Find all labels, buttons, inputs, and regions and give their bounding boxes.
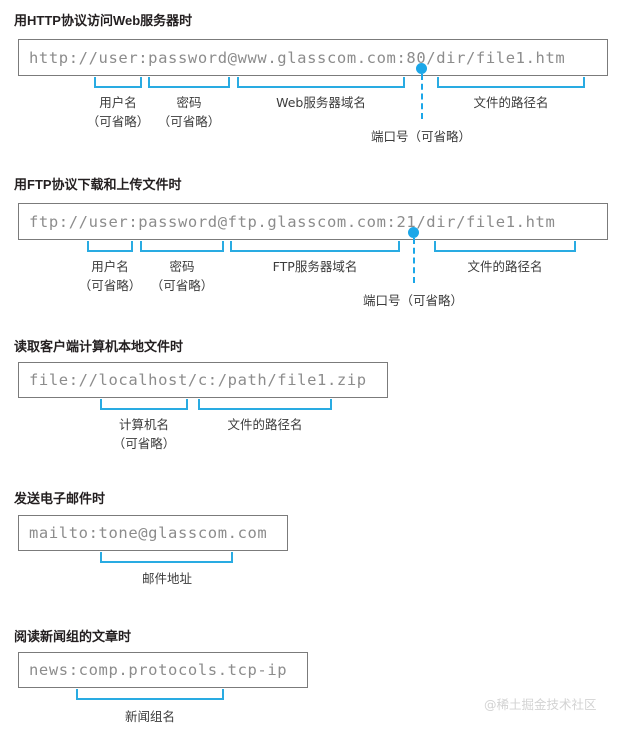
- port-marker-dot-http: [416, 63, 427, 74]
- caption-ftp-password: 密码: [169, 259, 195, 274]
- caption-file-path: 文件的路径名: [227, 417, 303, 432]
- caption-ftp-port: 端口号（可省略）: [362, 293, 463, 308]
- bracket-http-path: [437, 77, 585, 88]
- url-text-mailto: mailto:tone@glasscom.com: [29, 524, 268, 542]
- caption-file-hostname-sub: （可省略）: [112, 436, 176, 451]
- caption-mailto-address: 邮件地址: [141, 571, 192, 586]
- section-news-heading: 阅读新闻组的文章时: [14, 629, 132, 644]
- url-box-ftp: ftp://user:password@ftp.glasscom.com:21/…: [18, 203, 608, 240]
- watermark-text: @稀土掘金技术社区: [484, 697, 597, 712]
- section-http-heading: 用HTTP协议访问Web服务器时: [14, 13, 193, 28]
- bracket-news-group: [76, 689, 224, 700]
- bracket-ftp-domain: [230, 241, 400, 252]
- caption-ftp-password-sub: （可省略）: [150, 278, 214, 293]
- caption-http-password-sub: （可省略）: [157, 114, 221, 129]
- url-text-ftp: ftp://user:password@ftp.glasscom.com:21/…: [29, 212, 556, 231]
- caption-ftp-username: 用户名: [91, 259, 129, 274]
- caption-http-domain: Web服务器域名: [276, 95, 366, 110]
- caption-http-path: 文件的路径名: [473, 95, 549, 110]
- caption-ftp-domain: FTP服务器域名: [272, 259, 358, 274]
- url-text-news: news:comp.protocols.tcp-ip: [29, 661, 288, 679]
- section-ftp-heading: 用FTP协议下载和上传文件时: [14, 177, 182, 192]
- caption-ftp-username-sub: （可省略）: [78, 278, 142, 293]
- url-text-file: file://localhost/c:/path/file1.zip: [29, 371, 367, 389]
- url-box-mailto: mailto:tone@glasscom.com: [18, 515, 288, 551]
- port-marker-line-http: [421, 74, 423, 119]
- bracket-http-domain: [237, 77, 405, 88]
- port-marker-line-ftp: [413, 238, 415, 283]
- bracket-http-username: [94, 77, 142, 88]
- url-box-news: news:comp.protocols.tcp-ip: [18, 652, 308, 688]
- caption-http-username: 用户名: [99, 95, 137, 110]
- caption-ftp-path: 文件的路径名: [467, 259, 543, 274]
- bracket-file-hostname: [100, 399, 188, 410]
- url-text-http: http://user:password@www.glasscom.com:80…: [29, 48, 566, 67]
- url-box-file: file://localhost/c:/path/file1.zip: [18, 362, 388, 398]
- caption-news-group: 新闻组名: [124, 709, 175, 724]
- bracket-file-path: [198, 399, 332, 410]
- caption-file-hostname: 计算机名: [118, 417, 169, 432]
- section-file-heading: 读取客户端计算机本地文件时: [14, 339, 184, 354]
- bracket-ftp-password: [140, 241, 224, 252]
- url-box-http: http://user:password@www.glasscom.com:80…: [18, 39, 608, 76]
- section-mailto-heading: 发送电子邮件时: [14, 491, 106, 506]
- bracket-mailto-address: [100, 552, 233, 563]
- bracket-ftp-username: [87, 241, 133, 252]
- caption-http-port: 端口号（可省略）: [370, 129, 471, 144]
- bracket-ftp-path: [434, 241, 576, 252]
- port-marker-dot-ftp: [408, 227, 419, 238]
- caption-http-password: 密码: [176, 95, 202, 110]
- caption-http-username-sub: （可省略）: [86, 114, 150, 129]
- bracket-http-password: [148, 77, 230, 88]
